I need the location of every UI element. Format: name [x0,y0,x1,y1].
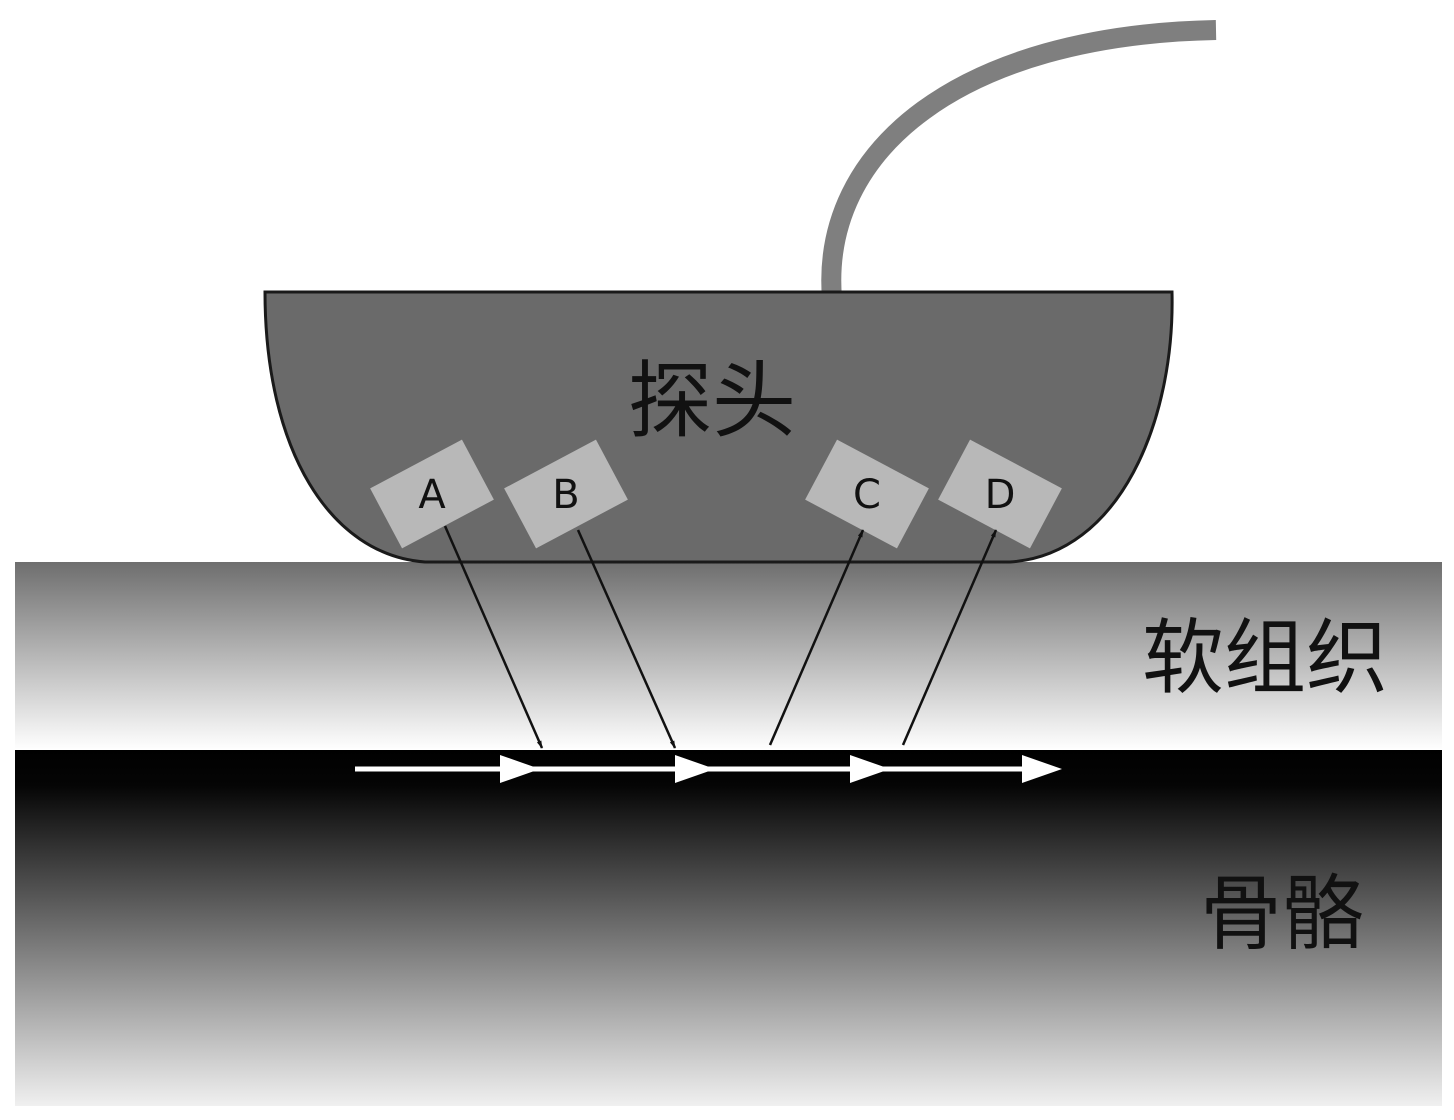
arrowhead-icon [1022,755,1062,783]
soft-tissue-label: 软组织 [1142,611,1388,706]
transducer-c: C [805,439,929,549]
beam-d-return [901,529,998,746]
arrowhead-icon [500,755,540,783]
transducer-c-label: C [853,472,881,518]
arrowhead-icon [675,755,715,783]
surface-wave-arrow [355,755,1062,783]
probe-label: 探头 [628,352,796,450]
beam-b-incident [576,529,677,749]
bone-label: 骨骼 [1200,867,1364,962]
transducer-a-label: A [418,472,446,518]
probe-cable [821,20,1217,299]
transducer-d-label: D [985,472,1016,518]
bone-layer [15,750,1442,1106]
transducer-d: D [938,439,1062,549]
transducer-b: B [504,439,628,549]
transducer-b-label: B [552,472,579,518]
soft-tissue-layer [15,562,1442,750]
transducer-a: A [370,439,494,549]
arrowhead-icon [850,755,890,783]
beam-c-return [768,529,865,746]
beam-a-incident [443,525,544,749]
